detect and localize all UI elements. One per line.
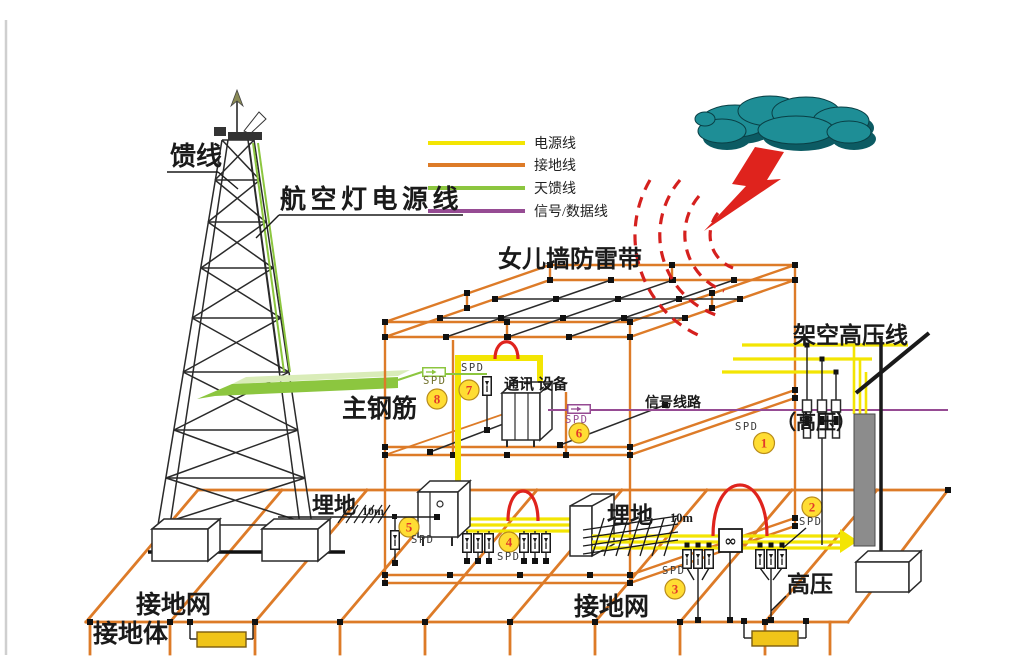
cable-riser-bar [853, 413, 876, 547]
emp-arcs [633, 178, 734, 337]
comm-equipment-label: 通讯 设备 [504, 375, 569, 393]
power-flow-arrow [840, 529, 858, 553]
overhead-hv-label: 架空高压线 [793, 322, 908, 348]
spd-2-label: SPD [799, 516, 822, 528]
meter-symbol: ∞ [724, 532, 737, 550]
spd-1-label: SPD [735, 421, 758, 433]
spd-device [567, 404, 591, 414]
spd-5-label: SPD [411, 534, 434, 546]
spd-badge-4 [498, 531, 520, 553]
storm-cloud-icon [694, 95, 876, 151]
buried-left-label: 埋地 [312, 493, 356, 518]
ground-grid-nodes [87, 487, 951, 625]
spd-3-group: SPD 3 [662, 542, 714, 623]
lightning-rod [230, 88, 244, 137]
spd-badge-5-num: 5 [406, 520, 413, 535]
building-nodes [382, 262, 798, 586]
ground-net-left-label: 接地网 [136, 591, 211, 619]
outdoor-power-bus [592, 483, 858, 553]
hv-label: 高压 [787, 571, 833, 597]
aviation-power-label: 航空灯电源线 [280, 184, 463, 214]
spd-7-label: SPD [461, 362, 484, 374]
spd-device [390, 530, 400, 550]
spd-8-group: SPD 8 [422, 367, 448, 410]
buried-left-dist: 10m [362, 504, 384, 518]
buried-right-label: 埋地 [607, 503, 653, 528]
roof-grid [440, 279, 740, 338]
spd-badge-7-num: 7 [466, 383, 473, 398]
spd-badge-4-num: 4 [506, 535, 513, 550]
feeder-cables [248, 142, 291, 373]
buried-section-left: 埋地 10m [278, 493, 440, 524]
main-rebar-label: 主钢筋 [342, 394, 417, 423]
ground-electrode-right [741, 618, 809, 647]
spd-3-label: SPD [662, 565, 685, 577]
hv-drop-fuses [801, 342, 842, 545]
callout-feeder: 馈线 [167, 142, 239, 190]
tower-foundations [148, 517, 345, 563]
spd-badge-1-num: 1 [761, 436, 768, 451]
callout-aviation-power: 航空灯电源线 [255, 184, 463, 239]
indoor-power-line [455, 340, 543, 486]
spd-badge-3 [664, 578, 686, 600]
buried-right-dist: 10m [670, 511, 694, 525]
hv-overhead-lines [722, 343, 908, 414]
spd-2-group: 2 SPD [755, 496, 823, 623]
buried-section-right: 埋地 10m [582, 503, 694, 557]
meter-box: ∞ [718, 528, 743, 623]
spd-7-group: SPD 7 [445, 362, 492, 401]
spd-8-label: SPD [423, 375, 446, 387]
lightning-bolt-icon [704, 147, 784, 231]
spd-4-label: SPD [497, 551, 520, 563]
satellite-dish-icon [214, 111, 267, 141]
spd-badge-6-num: 6 [576, 426, 583, 441]
spd-badge-3-num: 3 [672, 582, 679, 597]
hv-paren-label: （高压） [776, 410, 856, 434]
callout-hv: 高压 [770, 571, 833, 612]
legend-label-feeder: 天馈线 [534, 181, 576, 197]
legend-label-power: 电源线 [534, 136, 576, 152]
spd-1-group: SPD 1 [735, 421, 776, 455]
legend-label-signal: 信号/数据线 [534, 204, 608, 220]
signal-circuit-label: 信号线路 [645, 394, 702, 411]
spd-badge-2-num: 2 [809, 500, 816, 515]
indoor-power-bus [466, 489, 588, 533]
ground-net-right-label: 接地网 [574, 593, 649, 621]
spd-badge-1 [752, 431, 776, 455]
spd-4-group: 4 SPD [462, 531, 551, 564]
spd-badge-7 [458, 379, 480, 401]
ground-body-label: 接地体 [93, 620, 169, 648]
utility-pole [854, 331, 931, 594]
parapet-belt-label: 女儿墙防雷带 [498, 245, 642, 273]
feeder-cable-tray [197, 370, 423, 399]
legend-label-ground: 接地线 [534, 157, 576, 174]
ground-electrode-left [187, 619, 254, 648]
spd-badge-8-num: 8 [434, 392, 441, 407]
legend: 电源线 接地线 天馈线 信号/数据线 [428, 136, 608, 220]
feeder-label: 馈线 [170, 142, 222, 171]
spd-badge-8 [426, 388, 448, 410]
comm-cabinet [500, 380, 554, 447]
spd-badge-6 [568, 422, 590, 444]
spd-device [482, 376, 492, 396]
